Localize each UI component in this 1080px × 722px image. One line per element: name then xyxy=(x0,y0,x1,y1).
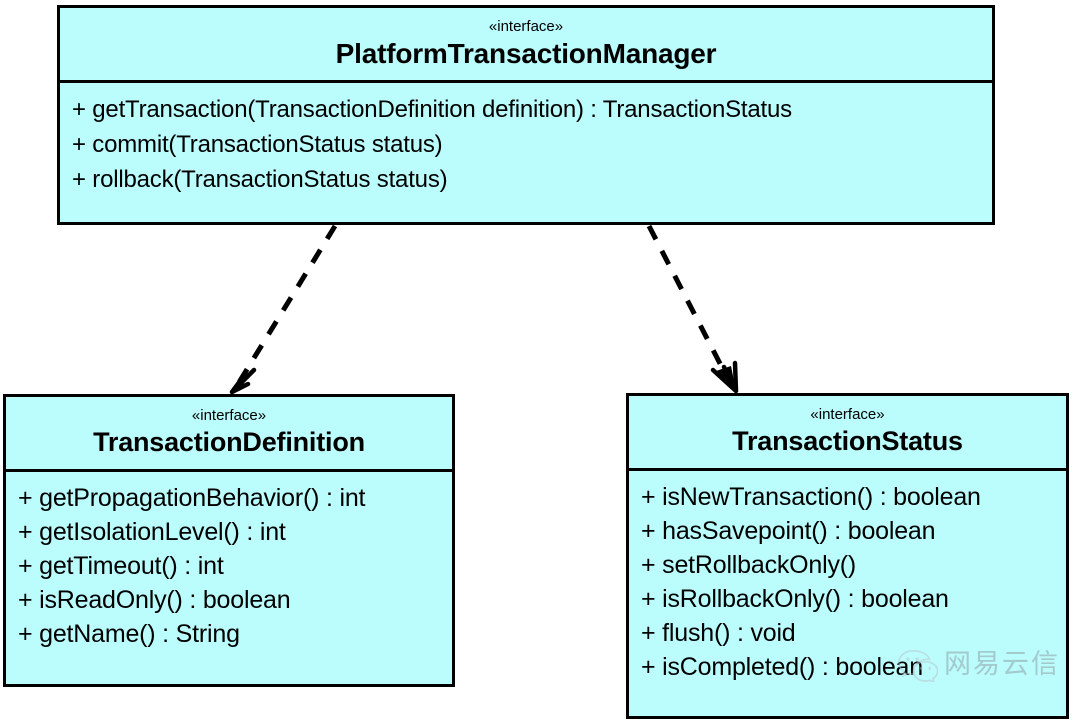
class-name-label: TransactionStatus xyxy=(732,426,963,456)
dependency-arrow-transaction-status xyxy=(646,224,739,394)
class-member: + setRollbackOnly() xyxy=(641,551,857,579)
class-header: «interface» PlatformTransactionManager xyxy=(60,8,992,83)
class-member: + getName() : String xyxy=(18,620,240,648)
class-name-label: PlatformTransactionManager xyxy=(335,38,717,69)
class-members-compartment: + getTransaction(TransactionDefinition d… xyxy=(60,83,992,222)
dependency-arrow-transaction-definition xyxy=(229,224,338,395)
class-member: + hasSavepoint() : boolean xyxy=(641,517,936,545)
class-member: + isCompleted() : boolean xyxy=(641,653,923,681)
class-box-transaction-definition[interactable]: «interface» TransactionDefinition + getP… xyxy=(3,394,455,687)
stereotype-label: «interface» xyxy=(191,407,267,424)
stereotype-label: «interface» xyxy=(488,18,564,35)
class-members-compartment: + isNewTransaction() : boolean + hasSave… xyxy=(629,471,1066,716)
class-header: «interface» TransactionStatus xyxy=(629,396,1066,471)
class-box-transaction-status[interactable]: «interface» TransactionStatus + isNewTra… xyxy=(626,393,1069,719)
class-header: «interface» TransactionDefinition xyxy=(6,397,452,472)
stereotype-label: «interface» xyxy=(810,406,885,423)
class-member: + isNewTransaction() : boolean xyxy=(641,483,981,511)
class-box-platform-transaction-manager[interactable]: «interface» PlatformTransactionManager +… xyxy=(57,5,995,225)
class-member: + rollback(TransactionStatus status) xyxy=(72,166,448,193)
class-members-compartment: + getPropagationBehavior() : int + getIs… xyxy=(6,472,452,684)
class-member: + isReadOnly() : boolean xyxy=(18,586,291,614)
class-name-label: TransactionDefinition xyxy=(93,427,365,457)
class-member: + flush() : void xyxy=(641,619,796,647)
class-member: + getPropagationBehavior() : int xyxy=(18,484,366,512)
class-member: + getTransaction(TransactionDefinition d… xyxy=(72,96,792,123)
class-member: + isRollbackOnly() : boolean xyxy=(641,585,949,613)
class-member: + getTimeout() : int xyxy=(18,552,224,580)
class-member: + getIsolationLevel() : int xyxy=(18,518,286,546)
class-member: + commit(TransactionStatus status) xyxy=(72,131,443,158)
